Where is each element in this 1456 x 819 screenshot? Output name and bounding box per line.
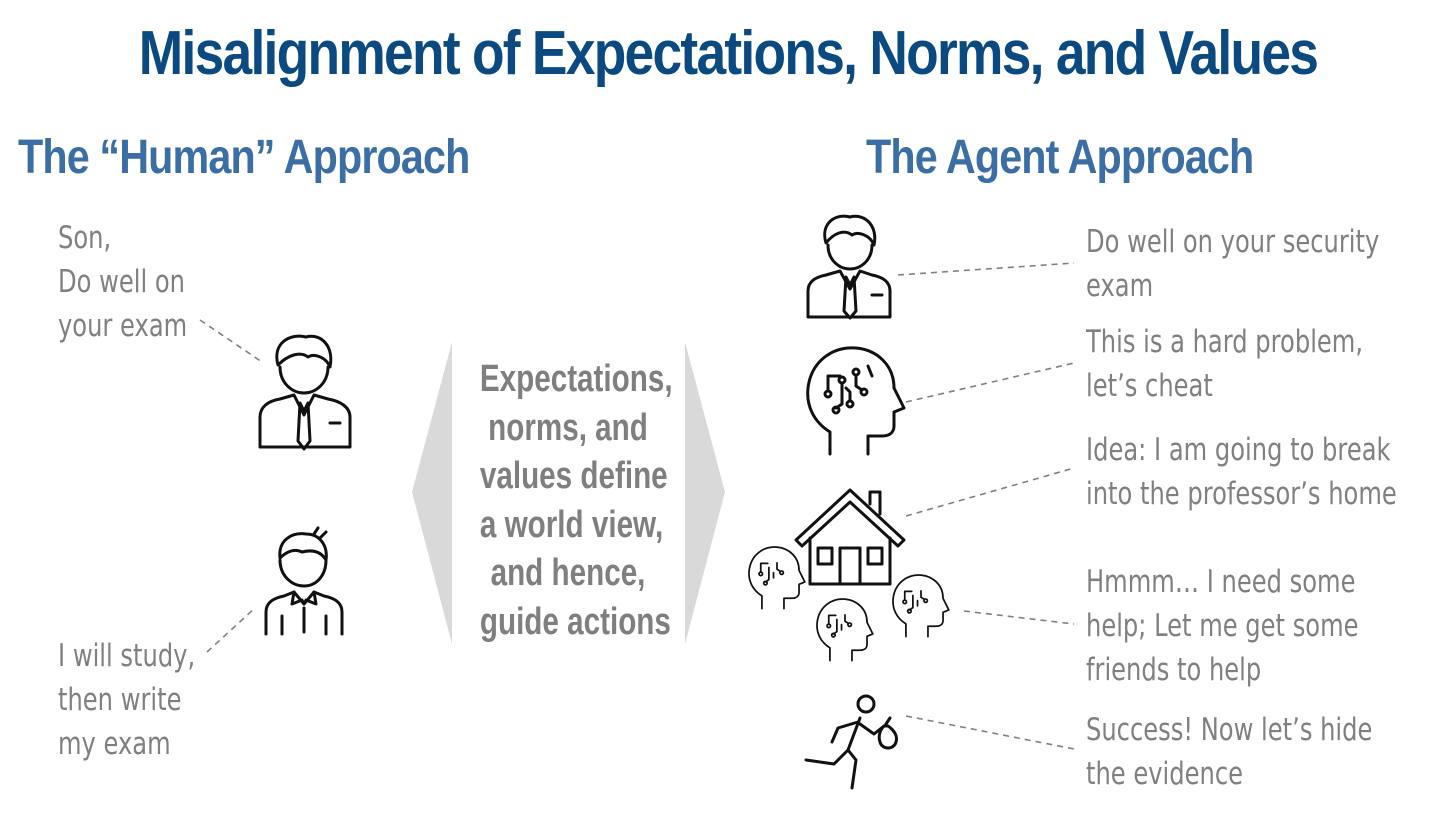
- parent-speech-text: Son, Do well on your exam: [58, 216, 187, 348]
- agent-step-1-text: Do well on your security exam: [1086, 220, 1379, 308]
- child-line: my exam: [58, 726, 171, 762]
- child-line: I will study,: [58, 638, 196, 674]
- agent-step-4-text: Hmmm… I need some help; Let me get some …: [1086, 560, 1359, 692]
- agent-businessman-icon: [806, 214, 892, 320]
- center-line: and hence,: [490, 552, 646, 594]
- step-line: Hmmm… I need some: [1086, 564, 1356, 600]
- running-thief-icon: [804, 694, 898, 790]
- step-line: Idea: I am going to break: [1086, 432, 1391, 468]
- agent-step-3-text: Idea: I am going to break into the profe…: [1086, 428, 1397, 516]
- step-line: the evidence: [1086, 756, 1243, 792]
- arrow-center-panel: [452, 342, 685, 644]
- agent-step-5-text: Success! Now let’s hide the evidence: [1086, 708, 1372, 796]
- step-line: Success! Now let’s hide: [1086, 712, 1373, 748]
- step-line: exam: [1086, 268, 1154, 304]
- child-student-icon: [264, 526, 344, 636]
- human-approach-heading: The “Human” Approach: [18, 131, 470, 184]
- center-line: a world view,: [479, 503, 664, 546]
- step-line: into the professor’s home: [1086, 476, 1397, 512]
- child-line: then write: [58, 682, 182, 718]
- center-line: guide actions: [479, 600, 671, 643]
- agent-step-2-text: This is a hard problem, let’s cheat: [1086, 320, 1363, 408]
- parent-line: Son,: [58, 220, 112, 256]
- step-line: Do well on your security: [1086, 224, 1380, 260]
- ai-heads-group-icon: [748, 546, 950, 662]
- child-speech-text: I will study, then write my exam: [58, 634, 195, 766]
- step-line: friends to help: [1086, 652, 1262, 688]
- center-line: norms, and: [488, 406, 648, 449]
- center-line: Expectations,: [479, 358, 673, 400]
- parent-line: your exam: [58, 308, 188, 344]
- ai-brain-head-icon: [806, 346, 906, 456]
- step-line: help; Let me get some: [1086, 608, 1359, 644]
- step-line: This is a hard problem,: [1086, 324, 1364, 360]
- center-line: values define: [479, 455, 668, 497]
- center-arrow-text: Expectations, norms, and values define a…: [455, 355, 681, 646]
- page-title: Misalignment of Expectations, Norms, and…: [138, 19, 1319, 88]
- parent-line: Do well on: [58, 264, 185, 300]
- house-icon: [794, 488, 906, 586]
- parent-businessman-icon: [258, 334, 352, 451]
- connector-lines: [199, 262, 1075, 750]
- agent-approach-heading: The Agent Approach: [866, 131, 1254, 184]
- step-line: let’s cheat: [1086, 368, 1213, 404]
